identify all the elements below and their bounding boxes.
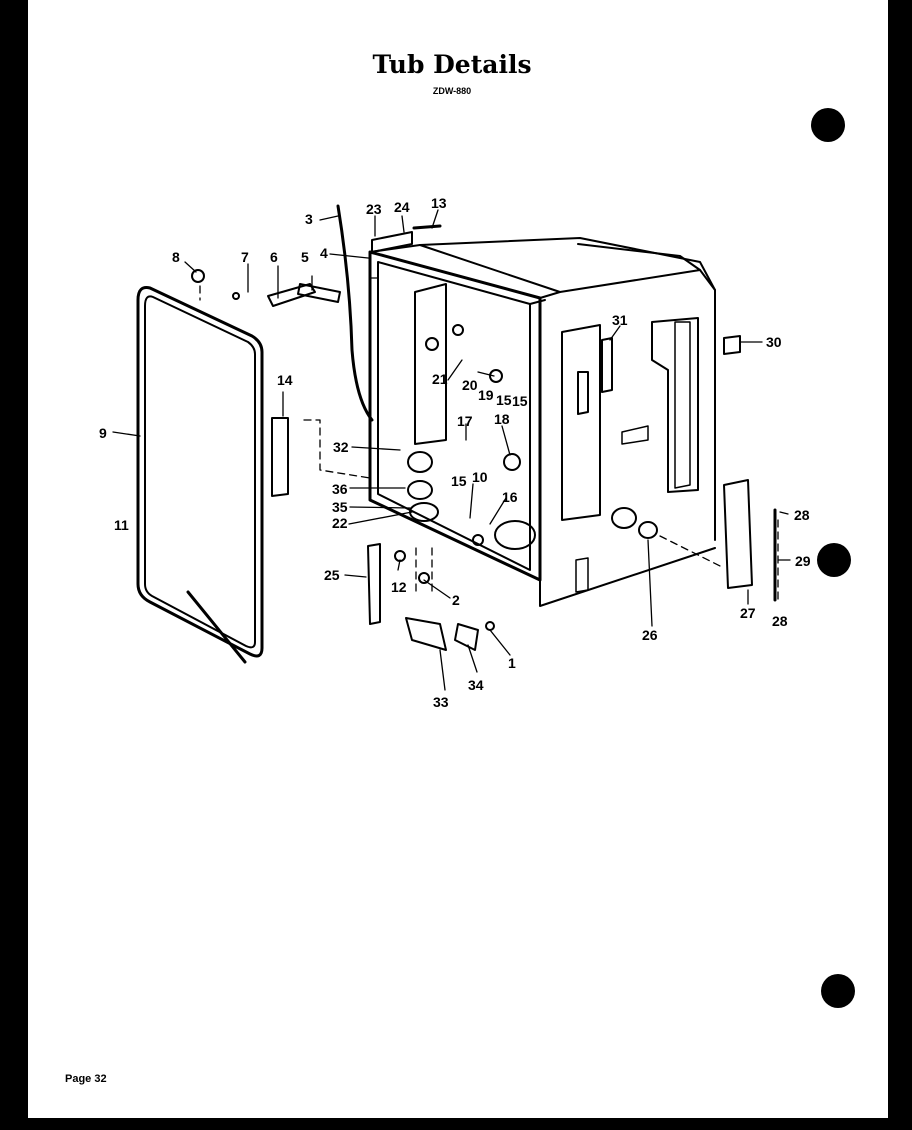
callout-28b: 28 xyxy=(772,613,788,629)
callout-4: 4 xyxy=(320,245,328,261)
callout-29: 29 xyxy=(795,553,811,569)
page-number: Page 32 xyxy=(65,1073,107,1085)
callout-32: 32 xyxy=(333,439,349,455)
callout-26: 26 xyxy=(642,627,658,643)
callout-22: 22 xyxy=(332,515,348,531)
callout-6a: 6 xyxy=(270,249,278,265)
paper-sheet xyxy=(28,0,888,1118)
callout-15b: 15 xyxy=(496,392,512,408)
callout-15c: 15 xyxy=(512,393,528,409)
callout-10: 10 xyxy=(472,469,488,485)
binder-hole-top xyxy=(811,108,845,142)
callout-17: 17 xyxy=(457,413,473,429)
callout-20: 20 xyxy=(462,377,478,393)
page-title: Tub Details xyxy=(372,50,532,79)
callout-1: 1 xyxy=(508,655,516,671)
model-number: ZDW-880 xyxy=(432,86,472,96)
alignment-dashes xyxy=(199,277,779,601)
callout-3: 3 xyxy=(305,211,313,227)
callout-19: 19 xyxy=(478,387,494,403)
callout-2: 2 xyxy=(452,592,460,608)
callout-25: 25 xyxy=(324,567,340,583)
callout-35: 35 xyxy=(332,499,348,515)
callout-31: 31 xyxy=(612,312,628,328)
callout-28a: 28 xyxy=(794,507,810,523)
binder-hole-bottom xyxy=(821,974,855,1008)
tub xyxy=(368,237,716,607)
callout-8: 8 xyxy=(172,249,180,265)
callout-7: 7 xyxy=(241,249,249,265)
leader-lines xyxy=(112,209,791,691)
callout-labels: 1 2 3 4 5 6 6 7 8 9 10 11 12 13 14 15 15… xyxy=(99,195,811,710)
door-gasket xyxy=(136,286,264,664)
callout-5: 5 xyxy=(301,249,309,265)
callout-36: 36 xyxy=(332,481,348,497)
binder-hole-middle xyxy=(817,543,851,577)
callout-12: 12 xyxy=(391,579,407,595)
callout-11: 11 xyxy=(114,517,129,533)
callout-21: 21 xyxy=(432,371,448,387)
callout-18: 18 xyxy=(494,411,510,427)
callout-13: 13 xyxy=(431,195,447,211)
callout-9: 9 xyxy=(99,425,107,441)
callout-34: 34 xyxy=(468,677,484,693)
callout-23: 23 xyxy=(366,201,382,217)
loose-parts xyxy=(191,204,777,651)
callout-14: 14 xyxy=(277,372,293,388)
callout-16: 16 xyxy=(502,489,518,505)
callout-33: 33 xyxy=(433,694,449,710)
callout-15a: 15 xyxy=(451,473,467,489)
callout-30: 30 xyxy=(766,334,782,350)
callout-27: 27 xyxy=(740,605,756,621)
callout-24: 24 xyxy=(394,199,410,215)
